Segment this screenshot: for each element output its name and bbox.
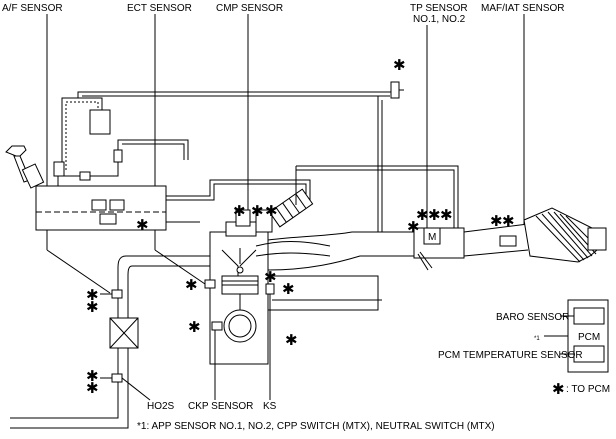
baro-sensor-box: [573, 307, 605, 325]
asterisk-cmp-icon: ✱: [233, 202, 246, 220]
pcm-temp-sensor-label: PCM TEMPERATURE SENSOR: [438, 350, 583, 361]
maf-iat-sensor-label: MAF/IAT SENSOR: [481, 3, 565, 14]
fuel-rail: [268, 188, 314, 228]
asterisk-maf-1-icon: ✱: [490, 212, 503, 230]
asterisk-ks-top-icon: ✱: [282, 280, 295, 298]
asterisk-tp-2-icon: ✱: [416, 206, 429, 224]
asterisk-af-1-icon: ✱: [86, 286, 99, 304]
asterisk-fuel-pump-icon: ✱: [136, 216, 149, 234]
asterisk-tp-1-icon: ✱: [407, 218, 420, 236]
asterisk-coil-1-icon: ✱: [251, 202, 264, 220]
to-pcm-markers: ✱ ✱ ✱ ✱ ✱ ✱ ✱ ✱ ✱ ✱ ✱ ✱ ✱ ✱ ✱ ✱ ✱ ✱ ✱ ✱: [86, 56, 515, 397]
maf-iat-sensor-body: [499, 235, 517, 247]
asterisk-ect-icon: ✱: [185, 276, 198, 294]
engine-block: [204, 209, 331, 365]
tp-sensor-callout: TP SENSOR NO.1, NO.2: [410, 3, 468, 228]
af-sensor-body: [111, 289, 123, 299]
ho2s-label: HO2S: [147, 401, 175, 412]
intake-system: M: [267, 165, 607, 271]
asterisk-purge-icon: ✱: [393, 56, 406, 74]
bottom-callouts: HO2S CKP SENSOR KS: [121, 294, 277, 412]
asterisk-ho2s-1-icon: ✱: [86, 367, 99, 385]
tp-sensor-label-line2: NO.1, NO.2: [413, 14, 466, 25]
cmp-sensor-body: [235, 209, 251, 227]
filler-cap: [5, 145, 27, 157]
ckp-sensor-body: [211, 321, 223, 331]
evap-system: [5, 81, 404, 232]
legend: ✱ : TO PCM: [552, 380, 610, 398]
asterisk-tp-3-icon: ✱: [428, 206, 441, 224]
fuel-pump-relay: [99, 213, 117, 225]
purge-valve: [390, 81, 400, 99]
asterisk-af-2-icon: ✱: [86, 298, 99, 316]
pcm-label: PCM: [578, 332, 600, 343]
cmp-sensor-callout: CMP SENSOR: [216, 3, 283, 232]
tp-sensor-body: [423, 227, 441, 245]
baro-sensor-label: BARO SENSOR: [496, 312, 569, 323]
ect-sensor-label: ECT SENSOR: [127, 3, 192, 14]
footnote-text: *1: APP SENSOR NO.1, NO.2, CPP SWITCH (M…: [137, 421, 495, 432]
charcoal-canister: [89, 109, 111, 135]
ks-label: KS: [263, 401, 277, 412]
asterisk-coil-2-icon: ✱: [265, 202, 278, 220]
ckp-sensor-label: CKP SENSOR: [188, 401, 253, 412]
af-sensor-leader-diag: [46, 249, 111, 294]
maf-iat-sensor-callout: MAF/IAT SENSOR: [481, 3, 565, 225]
asterisk-injector-icon: ✱: [264, 268, 277, 286]
af-sensor-label: A/F SENSOR: [2, 3, 63, 14]
filler-hose: [21, 163, 45, 189]
ho2s-body: [111, 373, 123, 383]
asterisk-ckp-icon: ✱: [188, 318, 201, 336]
asterisk-maf-2-icon: ✱: [502, 212, 515, 230]
tp-motor-label: M: [428, 232, 436, 243]
to-pcm-legend-label: : TO PCM: [566, 384, 610, 395]
tp-sensor-label-line1: TP SENSOR: [410, 3, 468, 14]
asterisk-ho2s-2-icon: ✱: [86, 379, 99, 397]
pcm-panel: BARO SENSOR PCM *1 PCM TEMPERATURE SENSO…: [438, 299, 609, 373]
asterisk-tp-4-icon: ✱: [440, 206, 453, 224]
asterisk-ks-icon: ✱: [285, 331, 298, 349]
exhaust-system: [10, 255, 382, 429]
fuel-pump: [91, 199, 107, 211]
pcm-note-mark: *1: [534, 336, 540, 342]
asterisk-legend-icon: ✱: [552, 380, 565, 398]
fuel-gauge-unit: [109, 199, 125, 211]
ect-sensor-body: [204, 279, 216, 289]
fresh-air-duct: [587, 227, 607, 251]
cmp-sensor-label: CMP SENSOR: [216, 3, 283, 14]
ignition-coil: [255, 209, 273, 233]
